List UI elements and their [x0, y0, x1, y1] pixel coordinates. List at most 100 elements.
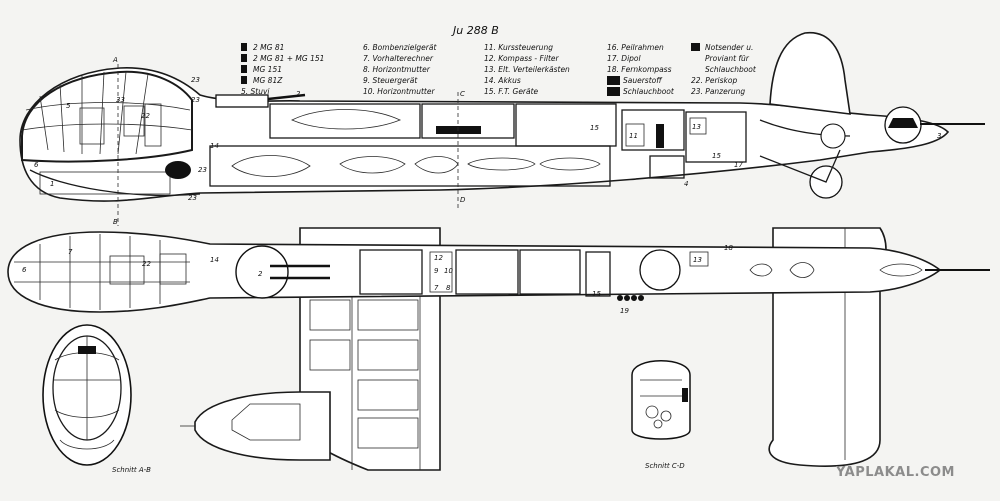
side-tail-fin — [769, 32, 851, 115]
legend-item: 18. Fernkompass — [607, 65, 672, 74]
callout: 3 — [937, 132, 941, 140]
legend-item: 17. Dipol — [607, 54, 642, 63]
section-ab-gun — [78, 346, 96, 354]
section-cd-block — [682, 388, 688, 402]
callout: 18 — [724, 244, 733, 252]
legend-swatch-mg151 — [241, 65, 247, 73]
callout: 15 — [712, 152, 721, 160]
top-compartment — [519, 249, 581, 295]
section-b-label: B — [113, 218, 118, 226]
section-c-label: C — [460, 90, 465, 98]
callout: 23 — [191, 76, 200, 84]
callout: 8 — [446, 284, 451, 292]
legend-item: 10. Horizontmutter — [363, 87, 435, 96]
legend-swatch-mg81 — [241, 43, 247, 51]
legend-item: 23. Panzerung — [691, 87, 745, 96]
callout: 13 — [692, 123, 701, 131]
callout: 2 — [258, 270, 263, 278]
legend-item: 2 MG 81 + MG 151 — [253, 54, 324, 63]
top-dorsal-turret — [235, 245, 289, 299]
top-compartment — [455, 249, 519, 295]
side-upper-compartment — [421, 103, 515, 139]
legend-swatch-oxygen — [607, 76, 620, 85]
legend-swatch-mg81-mg151 — [241, 54, 247, 62]
callout: 1 — [50, 180, 54, 188]
top-mid-turret — [639, 249, 681, 291]
side-bomb-bay — [209, 145, 611, 187]
callout: 22 — [141, 112, 150, 120]
legend-swatch-mg81z — [241, 76, 247, 84]
callout: 14 — [210, 256, 219, 264]
legend-item: 11. Kurssteuerung — [484, 43, 553, 52]
drawing-title: Ju 288 B — [451, 24, 499, 37]
legend-item: Schlauchboot — [623, 87, 675, 96]
callout: 10 — [444, 267, 453, 275]
top-wing-panels — [309, 290, 421, 470]
callout: 5 — [66, 102, 71, 110]
section-cd-title: Schnitt C-D — [645, 462, 685, 470]
side-upper-compartment — [269, 103, 421, 139]
callout: 13 — [693, 256, 702, 264]
callout: 11 — [629, 132, 638, 140]
side-upper-compartment — [621, 109, 685, 151]
section-cd-details — [640, 379, 682, 429]
legend: 2 MG 81 2 MG 81 + MG 151 MG 151 MG 81Z 5… — [241, 43, 757, 96]
legend-item: 9. Steuergerät — [363, 76, 418, 85]
section-ab-title: Schnitt A-B — [112, 466, 151, 474]
callout: 6 — [34, 161, 39, 169]
legend-item: Sauerstoff — [623, 76, 663, 85]
callout: 6 — [22, 266, 27, 274]
section-a-label: A — [112, 56, 118, 64]
side-upper-compartment — [685, 111, 747, 163]
callout: 14 — [210, 142, 219, 150]
legend-item: 13. Elt. Verteilerkästen — [484, 65, 570, 74]
legend-swatch-emergency — [691, 43, 700, 51]
top-equipment — [429, 251, 453, 293]
legend-item: MG 81Z — [253, 76, 283, 85]
legend-item: 2 MG 81 — [253, 43, 284, 52]
top-tail-item — [789, 262, 815, 278]
side-armour-plate — [165, 161, 191, 179]
callout: 23 — [191, 96, 200, 104]
legend-item: 7. Vorhalterechner — [363, 54, 434, 63]
side-cockpit-glazing — [21, 70, 193, 163]
legend-item: 22. Periskop — [691, 76, 737, 85]
section-ab-view: Schnitt A-B — [42, 324, 151, 474]
section-cd-outline — [631, 360, 691, 440]
side-glazing-frames — [21, 71, 193, 155]
legend-item: Notsender u. — [705, 43, 753, 52]
legend-item: 14. Akkus — [484, 76, 521, 85]
top-compartment — [585, 251, 611, 297]
legend-item: 16. Peilrahmen — [607, 43, 664, 52]
callout: 33 — [116, 96, 125, 104]
side-seat — [79, 107, 105, 145]
callout: 19 — [620, 307, 629, 315]
legend-swatch-dinghy — [607, 87, 620, 96]
side-gondola-box — [39, 171, 171, 195]
side-box-11 — [625, 123, 645, 147]
top-tail-item — [749, 263, 773, 277]
callout: 7 — [68, 248, 73, 256]
side-box-13 — [689, 117, 707, 135]
side-tank — [291, 109, 402, 130]
callout: 12 — [434, 254, 443, 262]
side-wheel-strut — [759, 149, 841, 183]
legend-item: Proviant für — [705, 54, 750, 63]
top-seat — [109, 255, 145, 285]
side-equipment — [649, 155, 685, 179]
side-tail-turret-mount — [888, 118, 918, 128]
callout: 17 — [734, 161, 743, 169]
legend-item: 15. F.T. Geräte — [484, 87, 539, 96]
legend-item: 8. Horizontmutter — [363, 65, 431, 74]
side-dark-strip — [436, 126, 481, 134]
side-dark-block — [656, 124, 664, 148]
callout: 4 — [684, 180, 688, 188]
side-seat — [144, 103, 162, 147]
section-d-label: D — [460, 196, 466, 204]
top-dots — [617, 295, 644, 301]
top-engine-detail — [231, 403, 301, 441]
top-compartment — [359, 249, 423, 295]
callout: 9 — [434, 267, 439, 275]
